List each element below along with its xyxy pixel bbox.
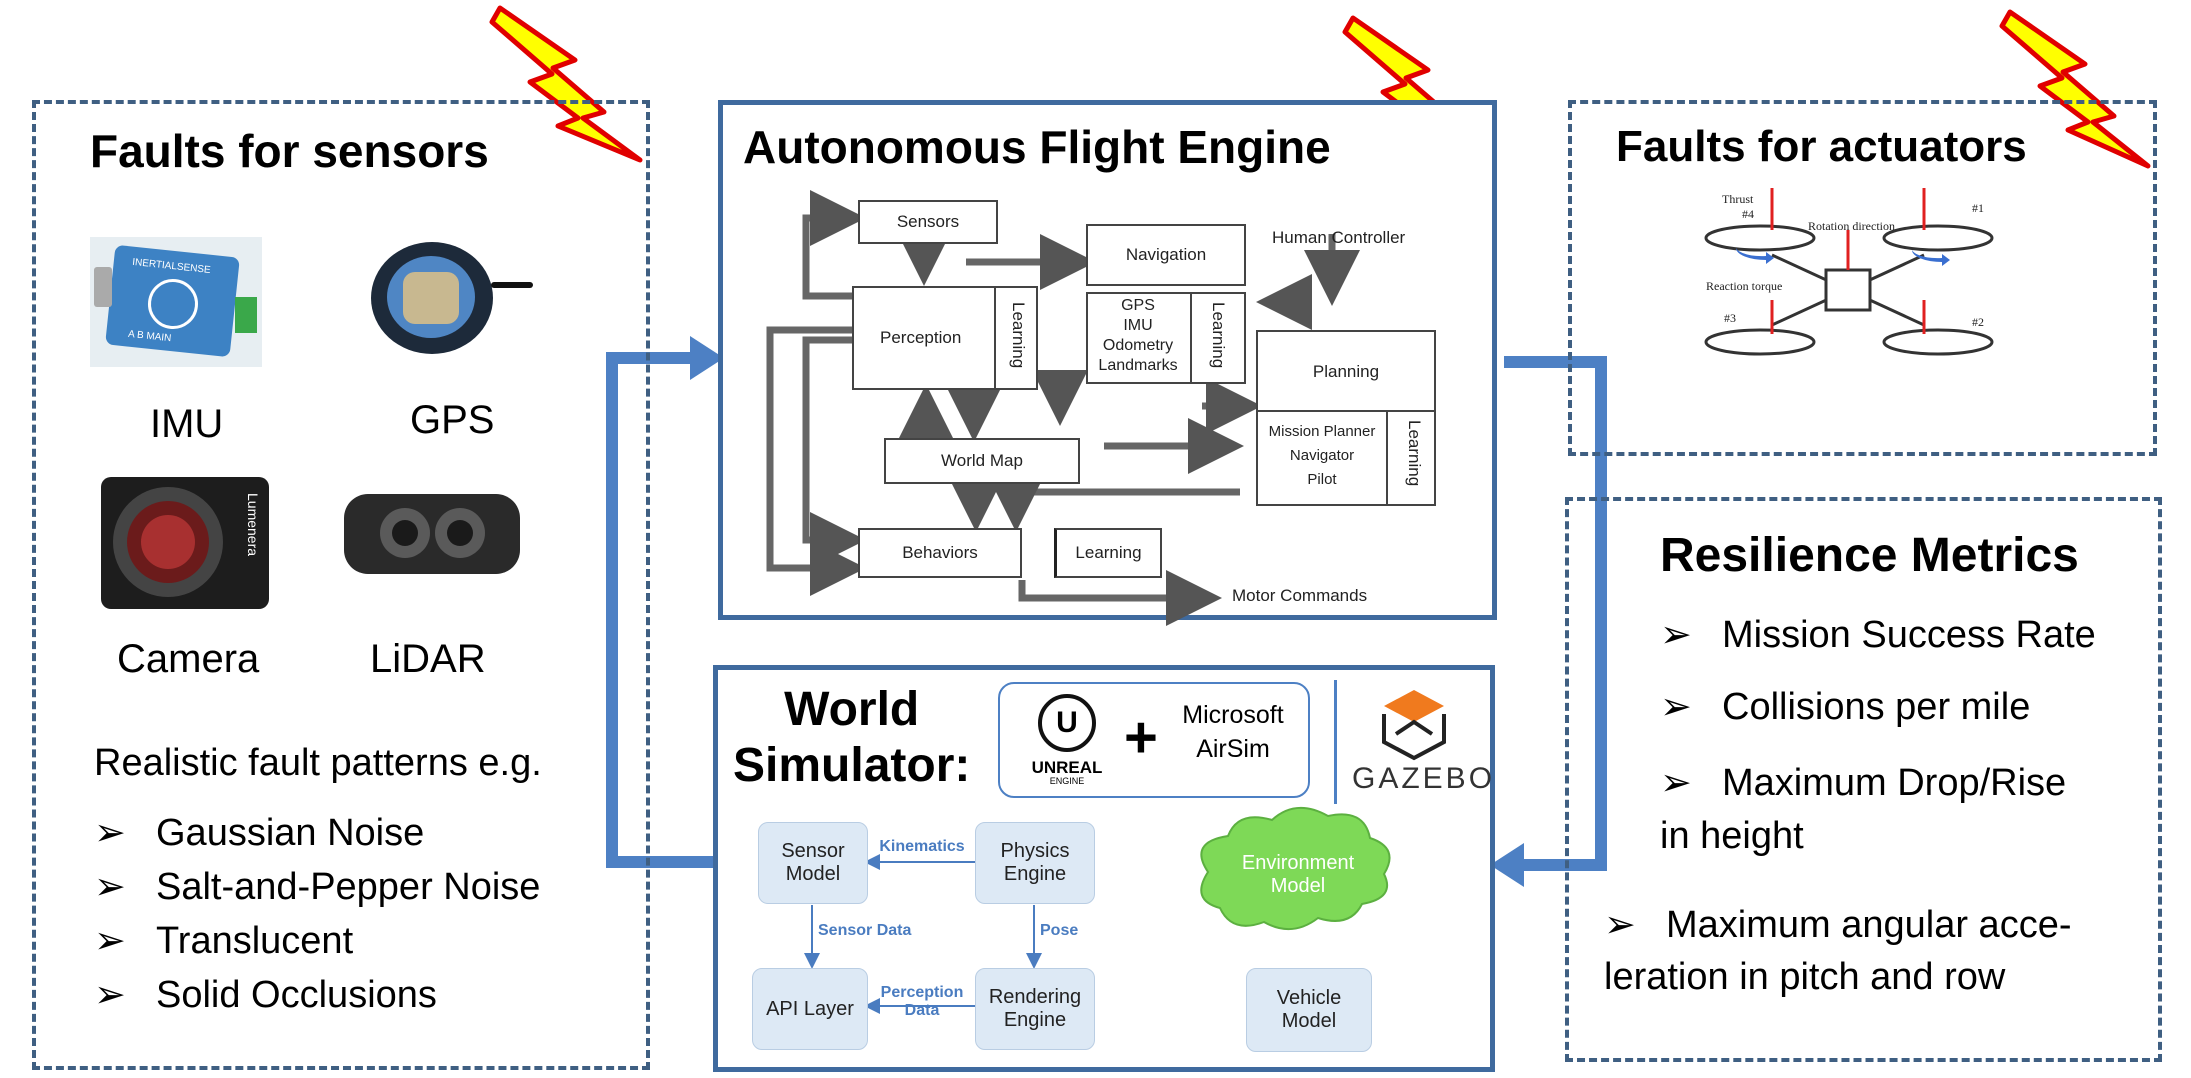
fe-planning-detail-box (1256, 410, 1436, 506)
sim-to-engine-arrow (606, 352, 722, 868)
unreal-engine-logo: U (1038, 694, 1096, 752)
fe-navigation-box: Navigation (1086, 224, 1246, 286)
metric-item: ➢Maximum Drop/Rise (1660, 762, 2067, 804)
metrics-panel (1565, 497, 2162, 1062)
world-simulator-title: World Simulator: (733, 683, 971, 792)
fault-pattern-item: ➢Salt-and-Pepper Noise (94, 866, 541, 908)
quad-label-m1: #1 (1972, 201, 1984, 215)
rendering-engine-box: Rendering Engine (975, 968, 1095, 1050)
quad-label-m4: #4 (1742, 207, 1754, 221)
quad-label-rotation: Rotation direction (1808, 219, 1895, 233)
plus-sign: + (1124, 705, 1158, 770)
fe-nav-learning: Learning (1209, 302, 1228, 369)
gps-label: GPS (410, 398, 495, 442)
bullet-arrow-icon: ➢ (1660, 762, 1692, 804)
engine-to-sim-arrow (1504, 356, 1607, 871)
metric-item: ➢Collisions per mile (1660, 686, 2031, 728)
fe-perception-box: Perception (852, 286, 1038, 390)
bullet-arrow-icon: ➢ (1604, 904, 1636, 946)
fe-behaviors-box: Behaviors (858, 528, 1022, 578)
camera-label: Camera (117, 637, 260, 681)
unreal-text: UNREAL (1031, 758, 1103, 777)
quad-label-reaction: Reaction torque (1706, 279, 1782, 293)
metric-item-continuation: leration in pitch and row (1604, 956, 2006, 998)
engine-to-sim-arrowhead (1490, 843, 1524, 887)
unreal-sub: ENGINE (1049, 776, 1085, 786)
actuators-panel-title: Faults for actuators (1616, 122, 2027, 171)
metric-item: ➢Mission Success Rate (1660, 614, 2096, 656)
kinematics-label: Kinematics (879, 838, 965, 855)
gazebo-text: GAZEBO (1352, 762, 1496, 795)
fault-patterns-intro: Realistic fault patterns e.g. (94, 742, 542, 784)
fe-planning-box: Planning (1256, 330, 1436, 414)
fe-perception-label: Perception (880, 328, 962, 347)
imu-label: IMU (150, 402, 224, 446)
fe-behaviors-learning: Learning (1054, 528, 1162, 578)
sensor-model-box: Sensor Model (758, 822, 868, 904)
lidar-image (340, 488, 525, 580)
vehicle-model-box: Vehicle Model (1246, 968, 1372, 1052)
bullet-arrow-icon: ➢ (94, 866, 126, 908)
bullet-arrow-icon: ➢ (94, 974, 126, 1016)
airsim-label: Microsoft AirSim (1182, 701, 1284, 763)
actuators-panel (1568, 100, 2157, 456)
fe-perception-learning: Learning (1009, 302, 1028, 369)
environment-cloud (1200, 806, 1391, 930)
fe-world-map-box: World Map (884, 438, 1080, 484)
sim-to-engine-arrowhead (690, 336, 724, 380)
environment-model-label: Environment Model (1241, 852, 1355, 897)
sensors-panel-title: Faults for sensors (90, 125, 489, 177)
bullet-arrow-icon: ➢ (1660, 686, 1692, 728)
sensor-data-label: Sensor Data (818, 922, 912, 939)
quad-label-thrust: Thrust (1722, 192, 1754, 206)
bullet-arrow-icon: ➢ (94, 920, 126, 962)
metric-item: ➢Maximum angular acce- (1604, 904, 2072, 946)
fe-nav-items: GPS IMU Odometry Landmarks (1098, 297, 1178, 374)
gps-image (367, 232, 537, 372)
fe-motor-commands: Motor Commands (1232, 586, 1368, 605)
pose-label: Pose (1040, 922, 1079, 939)
fault-pattern-item: ➢Translucent (94, 920, 354, 962)
imu-image: INERTIALSENSE A B MAIN (90, 237, 262, 367)
fault-pattern-item: ➢Gaussian Noise (94, 812, 425, 854)
lidar-label: LiDAR (370, 637, 486, 681)
flight-engine-title: Autonomous Flight Engine (743, 121, 1331, 173)
fe-sensors-box: Sensors (858, 200, 998, 244)
fe-nav-detail-box (1086, 292, 1246, 384)
bullet-arrow-icon: ➢ (94, 812, 126, 854)
fault-pattern-item: ➢Solid Occlusions (94, 974, 437, 1016)
camera-image: Lumenera (95, 473, 280, 613)
fe-human-controller: Human Controller (1272, 228, 1406, 247)
fe-planning-learning: Learning (1405, 420, 1424, 487)
unreal-airsim-box (998, 682, 1310, 798)
physics-engine-box: Physics Engine (975, 822, 1095, 904)
camera-brand: Lumenera (245, 493, 261, 557)
lightning-icon-actuators (1999, 9, 2151, 169)
metrics-panel-title: Resilience Metrics (1660, 529, 2079, 582)
quad-label-m2: #2 (1972, 315, 1984, 329)
sensors-panel (32, 100, 650, 1070)
fe-planning-items: Mission Planner Navigator Pilot (1268, 423, 1376, 488)
bullet-arrow-icon: ➢ (1660, 614, 1692, 656)
api-layer-box: API Layer (752, 968, 868, 1050)
metric-item-continuation: in height (1660, 815, 1804, 857)
lightning-icon-sensors (489, 5, 643, 163)
perception-data-label: Perception Data (880, 984, 964, 1019)
quad-label-m3: #3 (1724, 311, 1736, 325)
